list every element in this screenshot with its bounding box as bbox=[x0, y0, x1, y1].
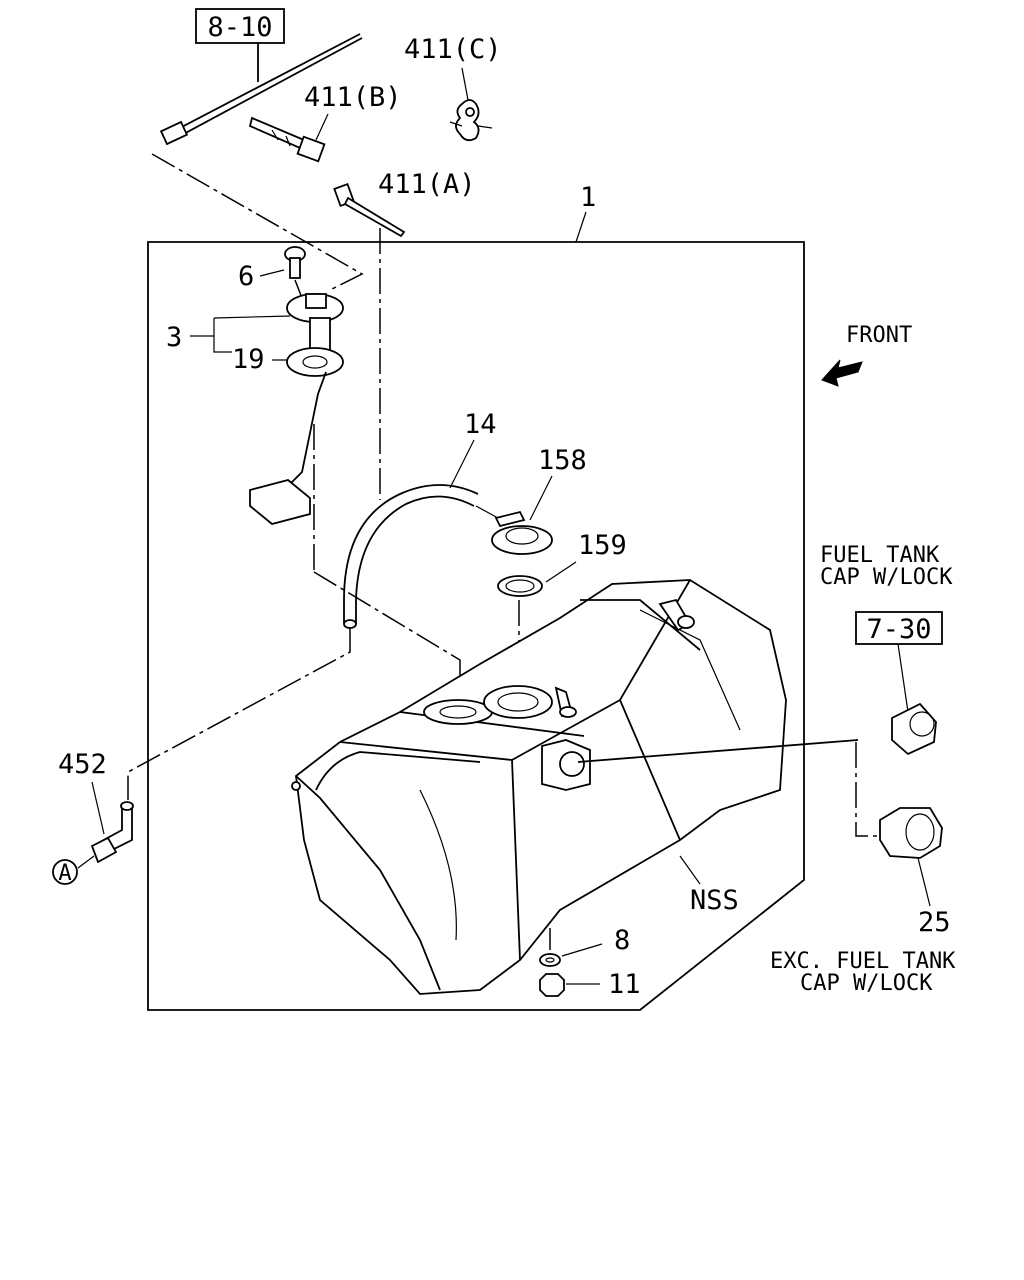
vent-valve-158: 158 bbox=[475, 445, 587, 555]
label-3: 3 bbox=[166, 322, 182, 353]
gasket-159: 159 bbox=[497, 530, 627, 704]
fuel-sender-unit-3: 3 19 bbox=[166, 293, 461, 705]
exc-note-line1: EXC. FUEL TANK bbox=[770, 949, 956, 974]
label-6: 6 bbox=[238, 261, 254, 292]
label-19: 19 bbox=[232, 344, 265, 375]
vent-hose-14: 14 bbox=[127, 409, 497, 800]
label-411a: 411(A) bbox=[378, 169, 476, 200]
connector-452: 452 A bbox=[52, 749, 134, 886]
lock-cap-note-line1: FUEL TANK bbox=[820, 543, 940, 568]
ref-label-8-10: 8-10 bbox=[207, 12, 272, 43]
exc-note-line2: CAP W/LOCK bbox=[800, 971, 933, 996]
label-nss: NSS bbox=[690, 885, 739, 916]
front-direction-indicator: FRONT bbox=[821, 323, 912, 387]
cable-tie-411a: 411(A) bbox=[333, 169, 476, 500]
assembly-frame bbox=[147, 241, 805, 1011]
label-452: 452 bbox=[58, 749, 107, 780]
nut-11: 11 bbox=[539, 969, 641, 1000]
label-a: A bbox=[58, 861, 71, 886]
label-8: 8 bbox=[614, 925, 630, 956]
front-arrow-icon bbox=[821, 359, 863, 387]
label-14: 14 bbox=[464, 409, 497, 440]
clip-411c: 411(C) bbox=[404, 34, 502, 142]
label-11: 11 bbox=[608, 969, 641, 1000]
ref-circle-a bbox=[52, 859, 78, 885]
label-159: 159 bbox=[578, 530, 627, 561]
fuel-tank-cap-25: 25 EXC. FUEL TANK CAP W/LOCK bbox=[770, 807, 956, 996]
ref-label-7-30: 7-30 bbox=[866, 614, 931, 645]
ref-box-7-30 bbox=[855, 611, 943, 645]
ref-box-8-10 bbox=[195, 8, 285, 44]
clip-411b: 411(B) bbox=[248, 82, 402, 163]
label-158: 158 bbox=[538, 445, 587, 476]
fuel-tank-cap-with-lock: FUEL TANK CAP W/LOCK 7-30 bbox=[820, 543, 953, 837]
lock-cap-note-line2: CAP W/LOCK bbox=[820, 565, 953, 590]
label-1: 1 bbox=[580, 182, 596, 213]
label-25: 25 bbox=[918, 907, 951, 938]
fuel-tank: NSS bbox=[291, 579, 859, 995]
label-411b: 411(B) bbox=[304, 82, 402, 113]
wiring-harness: 8-10 bbox=[151, 8, 364, 291]
washer-8: 8 bbox=[539, 925, 630, 967]
label-411c: 411(C) bbox=[404, 34, 502, 65]
front-label: FRONT bbox=[846, 323, 912, 348]
bolt-6: 6 bbox=[238, 246, 306, 299]
